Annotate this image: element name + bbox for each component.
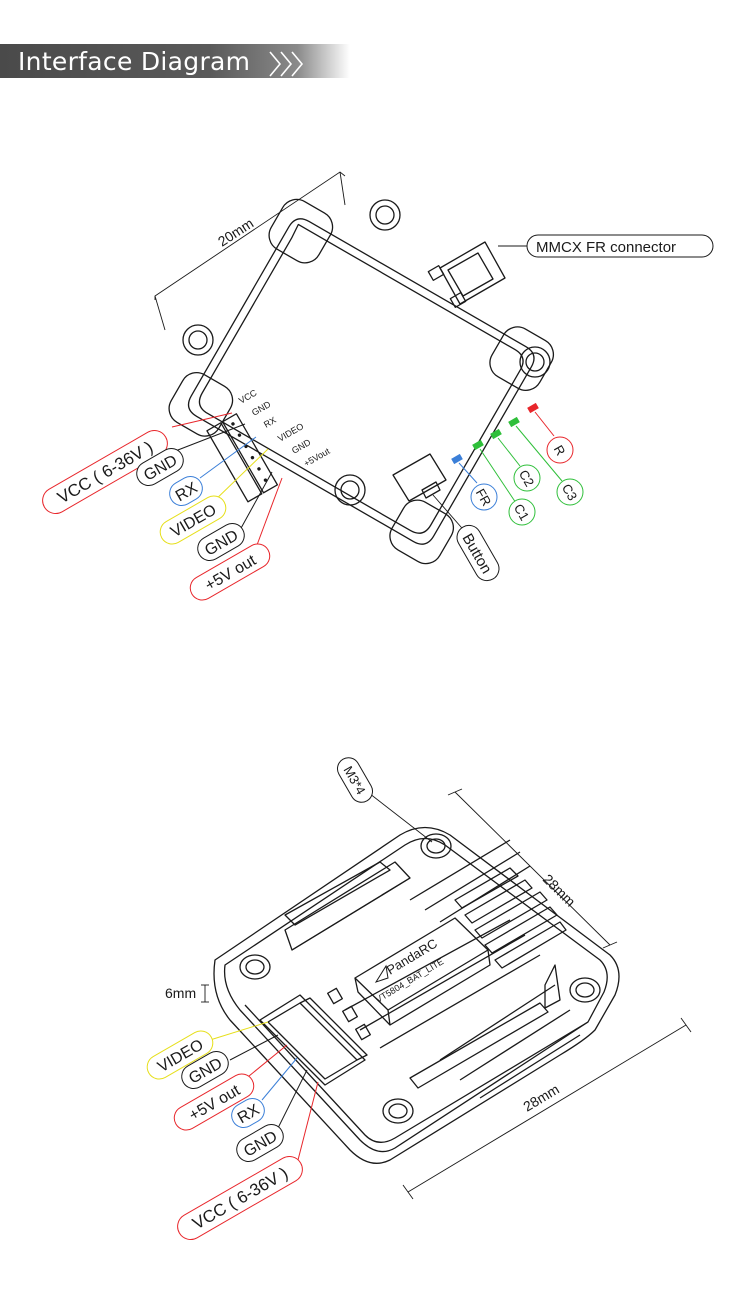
bottom-board: PandaRC VT5804_BAT_LITE 28mm 28mm 6mm bbox=[146, 757, 692, 1240]
mount-hole bbox=[182, 324, 214, 356]
svg-text:C2: C2 bbox=[516, 467, 537, 489]
pin-label-rx: RX bbox=[262, 415, 278, 430]
mount-hole bbox=[420, 833, 452, 859]
pin-label-gnd: GND bbox=[250, 399, 273, 418]
chevron-right-icon bbox=[269, 51, 304, 77]
dimension-label-right: 28mm bbox=[540, 871, 579, 910]
led-c1 bbox=[472, 439, 484, 451]
wire-connector-housing bbox=[259, 987, 371, 1086]
mount-hole bbox=[569, 977, 601, 1003]
product-label-chip: PandaRC VT5804_BAT_LITE bbox=[354, 917, 491, 1026]
svg-text:C1: C1 bbox=[511, 501, 532, 523]
mount-hole bbox=[369, 199, 401, 231]
pin-label-gnd: GND bbox=[290, 437, 313, 456]
wire-label-vcc: VCC ( 6-36V ) bbox=[189, 1164, 291, 1234]
dimension-label-bottom: 28mm bbox=[520, 1081, 562, 1115]
led-label-c2: C2 bbox=[513, 464, 541, 492]
led-label-c1: C1 bbox=[508, 498, 536, 526]
section-header-bar bbox=[0, 44, 350, 78]
mount-hole bbox=[519, 346, 551, 378]
section-title: Interface Diagram bbox=[18, 47, 251, 76]
brand-logo-icon bbox=[374, 964, 389, 983]
pin-label-vcc: VCC bbox=[237, 387, 259, 405]
led-fr bbox=[451, 453, 463, 465]
mount-hole bbox=[382, 1098, 414, 1124]
svg-text:C3: C3 bbox=[559, 481, 580, 503]
led-label-fr: FR bbox=[470, 483, 498, 511]
connector-label-box bbox=[526, 234, 714, 258]
pin-label-5vout: +5Vout bbox=[302, 446, 332, 469]
mmcx-connector bbox=[427, 241, 506, 308]
connector-label: MMCX FR connector bbox=[536, 239, 676, 256]
dimension-label: 20mm bbox=[215, 215, 256, 250]
mount-hole bbox=[334, 474, 366, 506]
led-c2 bbox=[490, 428, 502, 440]
led-label-r: R bbox=[546, 436, 574, 464]
pin-header bbox=[206, 413, 279, 503]
mount-hole bbox=[239, 954, 271, 980]
top-board: 20mm MMCX FR connector VCC GND RX VIDEO bbox=[42, 171, 714, 601]
led-r bbox=[527, 402, 539, 414]
led-c3 bbox=[508, 416, 520, 428]
button-switch bbox=[392, 453, 447, 502]
led-label-c3: C3 bbox=[556, 478, 584, 506]
height-label: 6mm bbox=[165, 985, 196, 1001]
